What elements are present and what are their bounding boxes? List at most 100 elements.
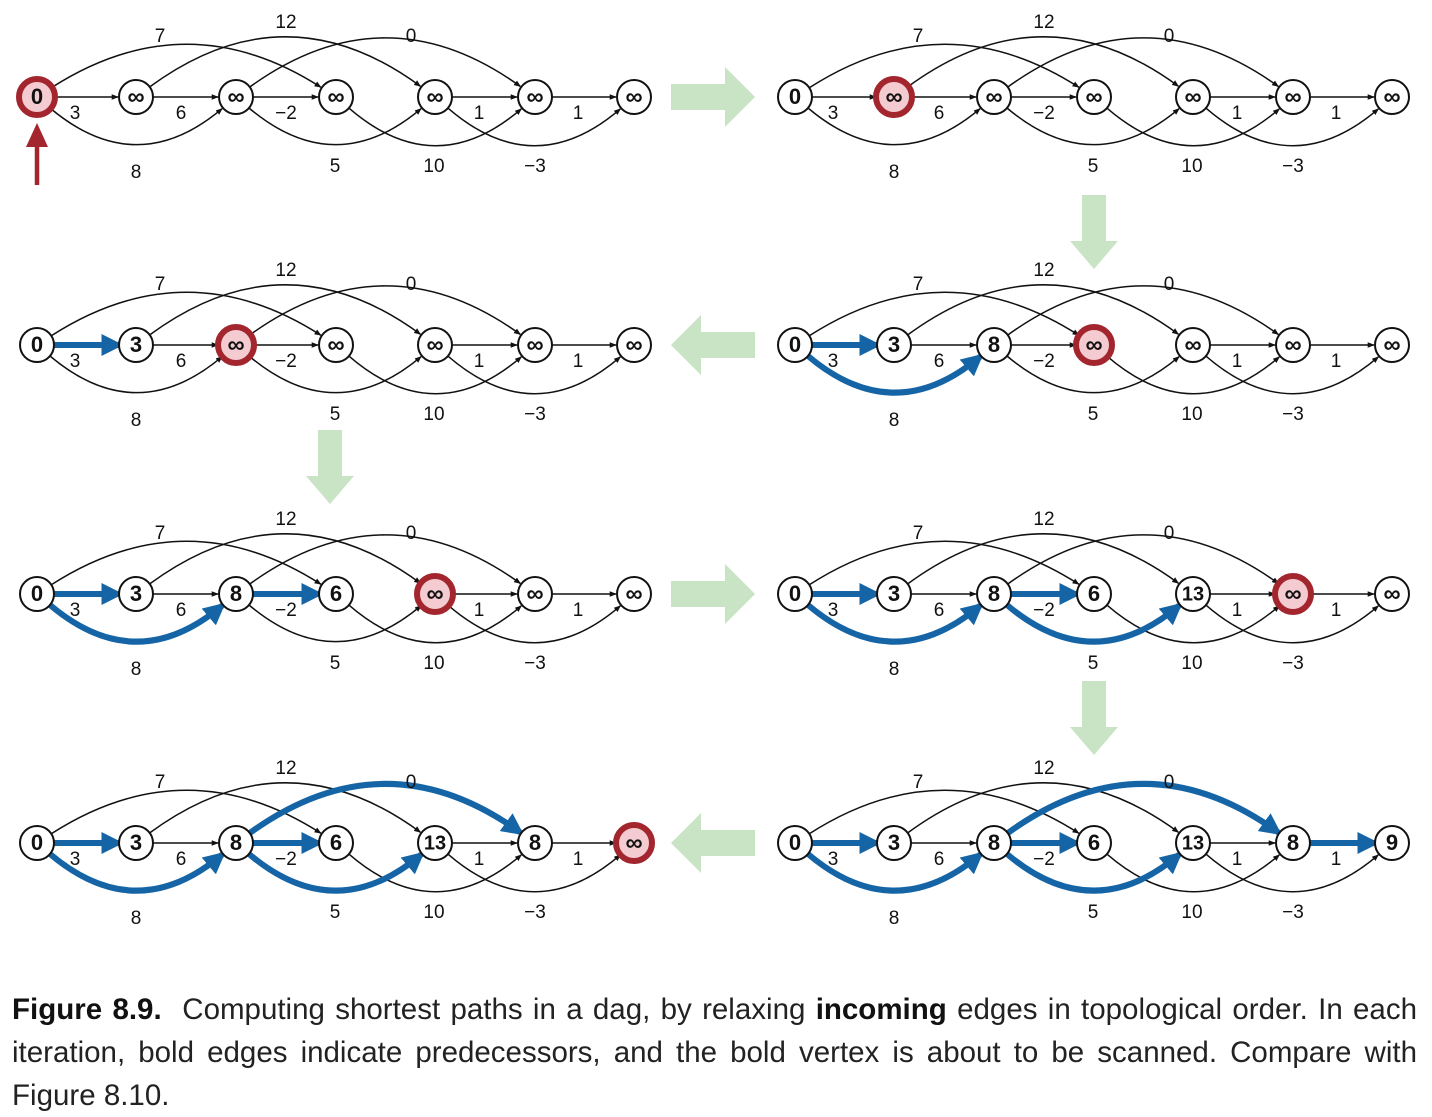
vertex-distance-label: ∞ xyxy=(1085,83,1102,110)
vertex: 3 xyxy=(876,825,912,861)
vertex: ∞ xyxy=(517,79,553,115)
bold-edge-2-4 xyxy=(1005,602,1183,645)
edge-3-5 xyxy=(348,107,522,147)
vertex-circle xyxy=(16,76,58,118)
edge-weight-0-1: 3 xyxy=(828,103,839,124)
edge-weight-2-5: 0 xyxy=(406,772,417,793)
edge-weight-2-3: −2 xyxy=(275,600,297,621)
edge-0-3 xyxy=(50,540,322,586)
vertex: 0 xyxy=(19,327,55,363)
vertex: 0 xyxy=(777,79,813,115)
bold-edge-0-2 xyxy=(48,851,226,894)
edge-weight-0-2: 8 xyxy=(889,410,900,431)
vertex-distance-label: 6 xyxy=(330,830,342,855)
vertex: 9 xyxy=(1374,825,1410,861)
vertex: 0 xyxy=(19,825,55,861)
vertex-distance-label: ∞ xyxy=(327,331,344,358)
edge-weight-5-6: 1 xyxy=(573,600,584,621)
vertex-distance-label: ∞ xyxy=(625,580,642,607)
edge-weight-2-3: −2 xyxy=(1033,849,1055,870)
edge-weight-2-4: 5 xyxy=(1088,902,1099,923)
edge-weight-2-3: −2 xyxy=(1033,103,1055,124)
edge-weight-1-4: 12 xyxy=(275,260,296,281)
edge-0-3 xyxy=(808,789,1080,835)
vertex-distance-label: 8 xyxy=(230,581,242,606)
edges xyxy=(808,284,1379,395)
vertex-circle xyxy=(318,79,354,115)
vertex-circle xyxy=(517,576,553,612)
edge-0-3 xyxy=(808,540,1080,586)
vertex: 8 xyxy=(517,825,553,861)
bold-edge-0-2 xyxy=(48,602,226,645)
edge-weight-5-6: 1 xyxy=(1331,103,1342,124)
vertex-distance-label: ∞ xyxy=(1184,83,1201,110)
edge-weight-0-1: 3 xyxy=(70,351,81,372)
edge-3-5 xyxy=(1106,604,1280,644)
vertex-circle xyxy=(1374,576,1410,612)
vertex-circle xyxy=(517,825,553,861)
vertex-circle xyxy=(976,79,1012,115)
edge-4-6 xyxy=(447,107,621,147)
vertex: 3 xyxy=(118,825,154,861)
vertex: ∞ xyxy=(616,327,652,363)
edge-2-5 xyxy=(249,37,521,88)
flow-arrow-down-icon xyxy=(1070,681,1118,755)
edge-weight-2-3: −2 xyxy=(1033,600,1055,621)
edge-weight-0-2: 8 xyxy=(131,659,142,680)
vertex-distance-label: ∞ xyxy=(526,83,543,110)
vertex-distance-label: ∞ xyxy=(426,83,443,110)
edge-weight-3-5: 10 xyxy=(1181,902,1202,923)
edge-weight-0-2: 8 xyxy=(889,659,900,680)
vertex: ∞ xyxy=(976,79,1012,115)
vertex-distance-label: 3 xyxy=(130,581,142,606)
edge-weight-4-6: −3 xyxy=(1282,156,1304,177)
edge-weight-0-3: 7 xyxy=(155,26,166,47)
vertex-circle xyxy=(1175,79,1211,115)
vertex-circle xyxy=(517,79,553,115)
edge-weight-2-4: 5 xyxy=(1088,404,1099,425)
vertex-distance-label: 0 xyxy=(31,84,43,109)
vertices: 0∞∞∞∞∞∞ xyxy=(777,76,1410,118)
edge-weight-4-5: 1 xyxy=(1232,103,1243,124)
vertex: ∞ xyxy=(1275,79,1311,115)
edge-weight-1-2: 6 xyxy=(176,103,187,124)
scanned-vertex: ∞ xyxy=(215,324,257,366)
edge-2-5 xyxy=(1007,534,1279,585)
edge-weight-2-3: −2 xyxy=(1033,351,1055,372)
edge-0-2 xyxy=(807,107,981,146)
vertex-distance-label: 8 xyxy=(988,581,1000,606)
vertex-distance-label: 8 xyxy=(988,830,1000,855)
edge-1-4 xyxy=(149,36,422,88)
flow-arrow-down-icon xyxy=(1070,195,1118,269)
edge-0-3 xyxy=(50,291,322,337)
edge-weight-0-1: 3 xyxy=(70,600,81,621)
edge-weight-1-2: 6 xyxy=(934,351,945,372)
edge-weight-1-4: 12 xyxy=(1033,12,1054,33)
edges xyxy=(808,782,1379,893)
vertex-circle xyxy=(417,327,453,363)
vertex-distance-label: 3 xyxy=(888,830,900,855)
vertex: 8 xyxy=(976,327,1012,363)
vertex: ∞ xyxy=(1374,79,1410,115)
vertex: ∞ xyxy=(318,327,354,363)
edge-weight-4-5: 1 xyxy=(1232,351,1243,372)
caption-text-before: Computing shortest paths in a dag, by re… xyxy=(182,992,816,1026)
edge-2-4 xyxy=(248,604,422,643)
vertex: 6 xyxy=(1076,825,1112,861)
edge-weight-2-5: 0 xyxy=(1164,772,1175,793)
edge-4-6 xyxy=(447,604,621,644)
vertex-distance-label: 3 xyxy=(130,830,142,855)
edge-weight-3-5: 10 xyxy=(1181,653,1202,674)
edge-weight-4-6: −3 xyxy=(524,156,546,177)
edge-4-6 xyxy=(1205,604,1379,644)
vertex-circle xyxy=(1175,576,1211,612)
edge-4-6 xyxy=(447,853,621,893)
edge-weight-0-3: 7 xyxy=(155,274,166,295)
